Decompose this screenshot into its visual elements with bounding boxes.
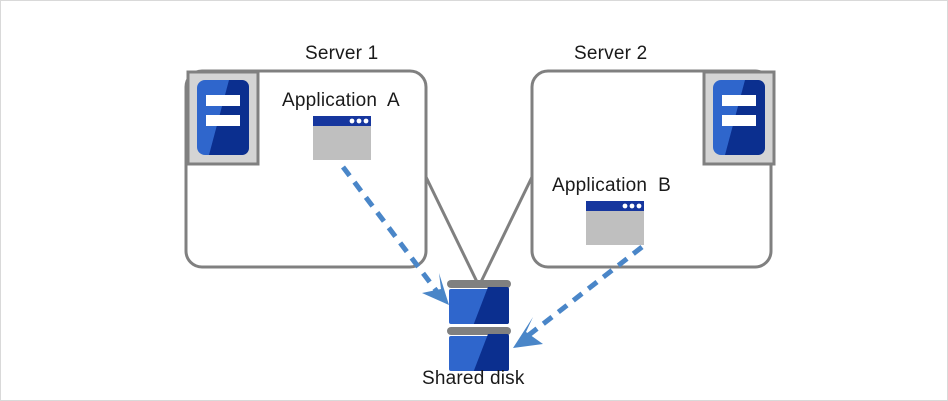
disk-top-shading <box>473 287 509 324</box>
server-icon <box>197 80 249 155</box>
server-2-icon-group <box>702 70 776 166</box>
connector-lines <box>424 176 534 287</box>
disk-bottom-highlight <box>473 334 509 371</box>
application-a-label: Application A <box>282 90 400 111</box>
window-dot-1 <box>622 203 628 209</box>
application-b-icon <box>586 201 644 245</box>
server-1-to-disk-line <box>424 176 481 287</box>
application-a-to-disk-arrow <box>341 165 443 299</box>
application-b-arrowhead <box>513 317 543 348</box>
server-1-label: Server 1 <box>305 43 379 64</box>
application-b-label: Application B <box>552 175 671 196</box>
disk-top-highlight <box>473 287 509 324</box>
server-icon-bar-top <box>722 95 756 106</box>
application-a-icon <box>313 116 371 160</box>
dashed-arrows <box>341 165 644 348</box>
server-1-icon-group <box>186 70 260 166</box>
server-icon-bar-bottom <box>722 115 756 126</box>
application-window-titlebar <box>586 201 644 211</box>
shared-disk-icon <box>447 280 511 371</box>
window-dot-1 <box>349 118 355 124</box>
disk-bar-top <box>447 280 511 288</box>
server-icon-bar-bottom <box>206 115 240 126</box>
application-window-titlebar <box>313 116 371 126</box>
window-dot-3 <box>363 118 369 124</box>
application-b-to-disk-arrow <box>523 245 644 340</box>
window-dot-2 <box>356 118 362 124</box>
server-2-to-disk-line <box>477 176 534 287</box>
window-dot-3 <box>636 203 642 209</box>
disk-bar-bottom <box>447 327 511 335</box>
server-2-label: Server 2 <box>574 43 648 64</box>
server-icon <box>713 80 765 155</box>
server-icon-bar-top <box>206 95 240 106</box>
application-a-arrowhead <box>422 273 449 305</box>
disk-bottom-shading <box>473 334 509 371</box>
window-dot-2 <box>629 203 635 209</box>
shared-disk-label: Shared disk <box>422 368 525 389</box>
